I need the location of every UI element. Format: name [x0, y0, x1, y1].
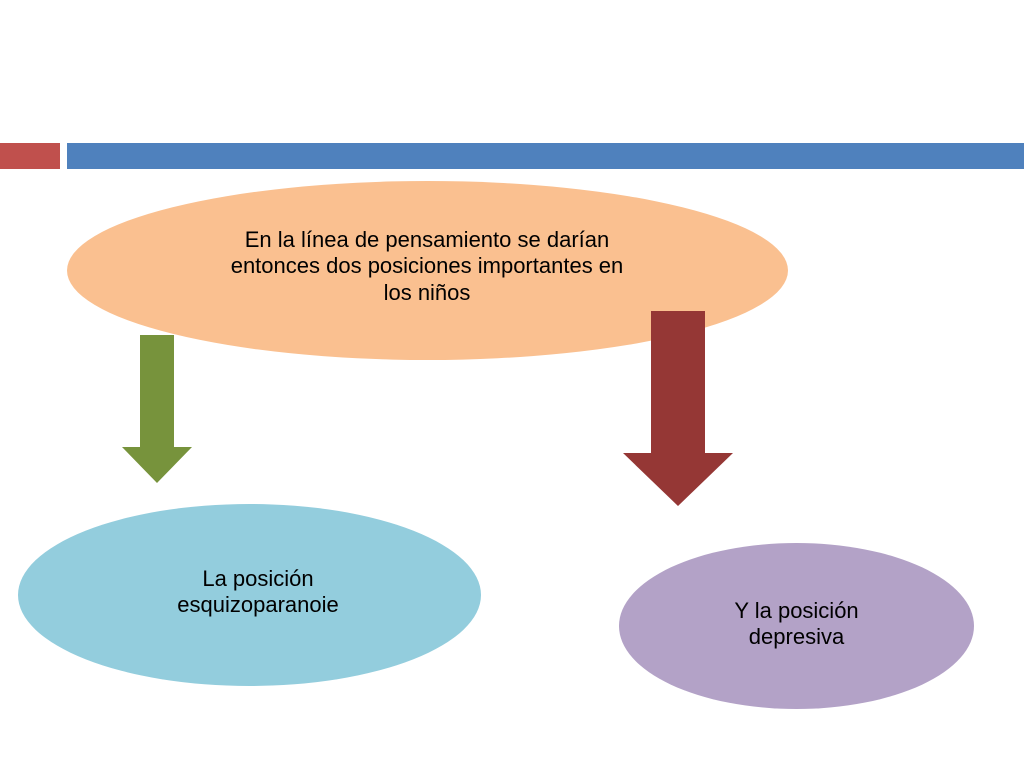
top-node-line-1: En la línea de pensamiento se darían: [244, 227, 610, 252]
left-node-text: La posición esquizoparanoie: [138, 566, 378, 619]
right-down-arrow-icon: [623, 311, 733, 506]
left-down-arrow-icon: [122, 335, 192, 483]
top-node-ellipse: En la línea de pensamiento se darían ent…: [67, 181, 788, 360]
header-accent-bar: [0, 143, 60, 169]
top-node-line-3: los niños: [383, 279, 471, 305]
left-node-line-2: esquizoparanoie: [177, 592, 339, 618]
left-node-ellipse: La posición esquizoparanoie: [18, 504, 481, 686]
header-bar: [67, 143, 1024, 169]
top-node-line-2: entonces dos posiciones importantes en: [230, 253, 624, 279]
right-node-line-2: depresiva: [748, 624, 845, 650]
top-node-text: En la línea de pensamiento se darían ent…: [177, 227, 677, 306]
right-node-line-1: Y la posición: [734, 598, 859, 623]
left-arrow-shape: [122, 335, 192, 483]
left-node-line-1: La posición: [202, 566, 314, 591]
right-arrow-shape: [623, 311, 733, 506]
right-node-ellipse: Y la posición depresiva: [619, 543, 974, 709]
right-node-text: Y la posición depresiva: [689, 598, 904, 651]
